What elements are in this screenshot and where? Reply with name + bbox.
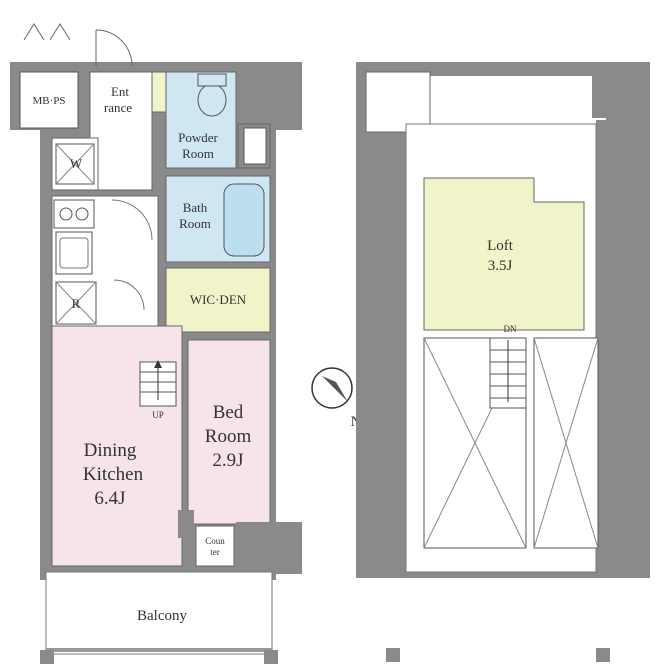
mb-ps-label: MB·PS — [32, 95, 65, 107]
right-floor-plan: Loft 3.5J DN — [356, 62, 650, 662]
toilet — [197, 83, 227, 117]
bed-room-label-2: Room — [205, 426, 252, 447]
dining-kitchen-label-2: Kitchen — [83, 464, 144, 485]
balcony-label: Balcony — [137, 608, 187, 624]
stairs-up-label: UP — [152, 410, 164, 420]
loft-size: 3.5J — [488, 258, 513, 274]
door-arc — [95, 29, 133, 67]
kitchen-sink — [55, 231, 93, 275]
counter-label-2: ter — [210, 547, 220, 557]
wic-den-room — [165, 267, 271, 333]
left-floor-plan: MB·PS Ent rance Powder Room Bath Room WI… — [10, 23, 302, 664]
bath-room-label-2: Room — [179, 216, 211, 231]
powder-room-label-2: Room — [182, 146, 214, 161]
entrance-area — [89, 71, 153, 191]
stove — [53, 199, 95, 229]
bathtub — [223, 183, 265, 257]
compass: N — [311, 367, 362, 430]
powder-room — [165, 71, 237, 169]
dining-kitchen-label-1: Dining — [84, 440, 137, 461]
pillar-bottom-right — [236, 522, 302, 574]
bed-room-label-1: Bed — [213, 402, 244, 423]
loft-label: Loft — [487, 238, 514, 254]
balcony — [45, 571, 273, 655]
wic-den-label: WIC·DEN — [190, 292, 247, 307]
bed-room — [187, 339, 271, 525]
compass-circle — [311, 367, 353, 409]
entrance-label-1: Ent — [111, 84, 129, 99]
stairs-down-label: DN — [504, 324, 517, 334]
powder-sink — [243, 127, 267, 165]
dining-kitchen-size: 6.4J — [94, 488, 125, 509]
counter-label-1: Coun — [205, 536, 225, 546]
powder-room-label-1: Powder — [178, 130, 218, 145]
counter — [195, 525, 235, 567]
bath-room-label-1: Bath — [183, 200, 208, 215]
washer-label: W — [70, 156, 83, 171]
loft-area — [423, 177, 585, 331]
fridge-label: R — [72, 296, 81, 311]
bed-room-size: 2.9J — [212, 450, 243, 471]
entrance-label-2: rance — [104, 100, 132, 115]
mb-ps-room — [19, 71, 79, 129]
